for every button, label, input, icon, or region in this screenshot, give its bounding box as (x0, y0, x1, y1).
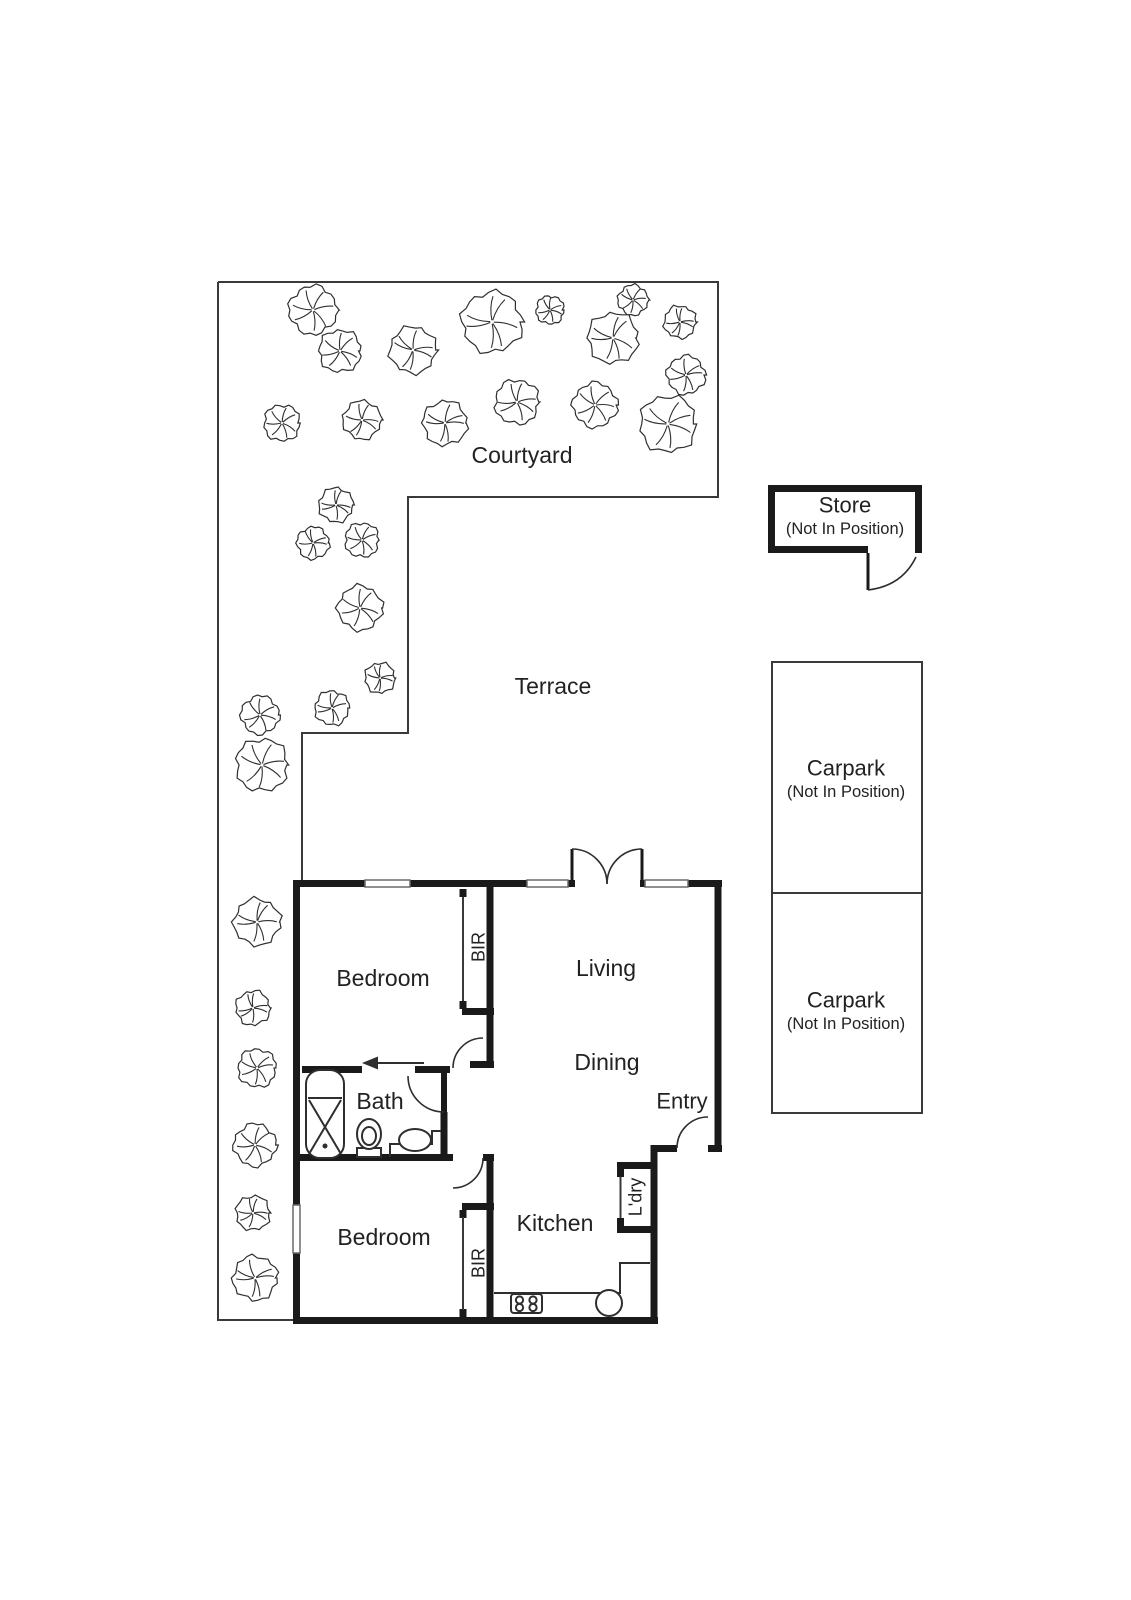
tree-icon (341, 398, 385, 441)
tree-icon (230, 1253, 280, 1302)
tree-icon (234, 737, 290, 792)
store-door (866, 553, 917, 591)
carpark-boxes (771, 661, 923, 1114)
tree-icon (234, 1194, 273, 1232)
tree-icon (318, 486, 356, 524)
closet-fronts (462, 897, 622, 1310)
carpark-2-note: (Not In Position) (787, 1015, 905, 1033)
bedroom-1-label: Bedroom (336, 965, 429, 991)
laundry-label: L'dry (625, 1178, 645, 1216)
store-note: (Not In Position) (786, 520, 904, 538)
tree-icon (334, 582, 385, 634)
tree-icon (295, 525, 331, 562)
tree-icon (344, 522, 381, 558)
kitchen-label: Kitchen (517, 1210, 594, 1236)
tree-icon (570, 380, 620, 430)
tree-icon (232, 1122, 280, 1169)
sink-icon (595, 1289, 623, 1317)
bir-1-label: BIR (468, 932, 488, 962)
tree-icon (661, 304, 699, 341)
kitchen-counter (494, 1262, 650, 1294)
tree-icon (364, 661, 397, 695)
slider-arrow (362, 1056, 424, 1070)
tree-icon (665, 353, 708, 396)
carpark-1-note: (Not In Position) (787, 783, 905, 801)
tree-icon (387, 325, 440, 377)
garden-trees (230, 282, 708, 1302)
tree-icon (420, 399, 470, 448)
tree-icon (639, 394, 698, 454)
bathtub-icon (305, 1069, 345, 1159)
bath-label: Bath (356, 1088, 403, 1114)
property-boundary (217, 281, 719, 1321)
tree-icon (235, 989, 273, 1027)
tree-icon (493, 378, 542, 426)
living-label: Living (576, 955, 636, 981)
tree-icon (458, 288, 526, 355)
toilet-icon (356, 1118, 382, 1158)
french-doors (570, 848, 644, 885)
vanity-basin-icon (389, 1128, 441, 1157)
tree-icon (314, 690, 351, 727)
tree-icon (237, 1048, 277, 1088)
tree-icon (238, 694, 282, 737)
tree-icon (230, 895, 283, 948)
bedroom-2-label: Bedroom (337, 1224, 430, 1250)
windows (292, 879, 689, 1254)
tree-icon (287, 283, 341, 336)
tree-icon (616, 282, 652, 317)
stove-icon (510, 1293, 543, 1314)
courtyard-label: Courtyard (472, 442, 573, 468)
entry-label: Entry (656, 1089, 707, 1114)
terrace-label: Terrace (515, 673, 592, 699)
carpark-1-label: Carpark (807, 756, 886, 781)
door-arcs (407, 1037, 709, 1189)
tree-icon (263, 404, 301, 442)
store-label: Store (819, 493, 872, 518)
bir-2-label: BIR (468, 1248, 488, 1278)
tree-icon (535, 295, 565, 325)
store-box (768, 485, 922, 591)
tree-icon (586, 311, 640, 365)
carpark-2-label: Carpark (807, 988, 886, 1013)
dining-label: Dining (574, 1049, 639, 1075)
tree-icon (317, 329, 362, 374)
